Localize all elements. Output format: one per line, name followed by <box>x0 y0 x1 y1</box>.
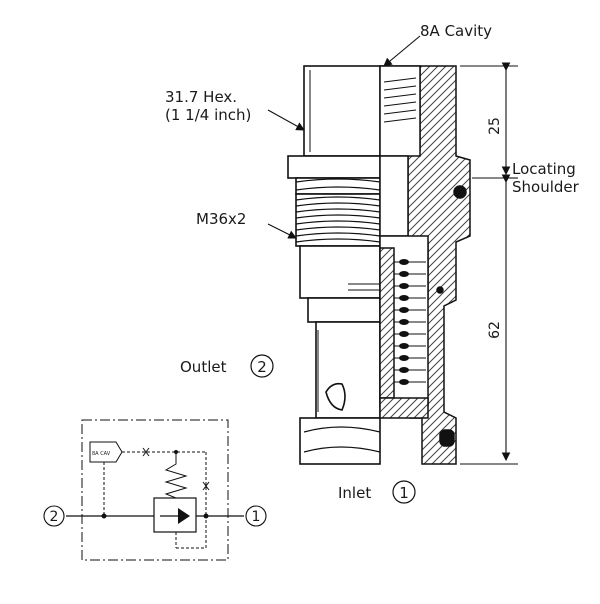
inlet-label: Inlet <box>338 484 371 502</box>
locating-callout-line1: Locating <box>512 160 576 178</box>
outlet-port-hole <box>325 382 346 411</box>
schematic-port-2 <box>43 505 65 527</box>
outlet-port-circle <box>250 354 274 378</box>
cavity-tag: 8A CAV <box>92 451 111 457</box>
valve-cross-section <box>379 65 471 465</box>
cavity-tag-box <box>89 441 123 463</box>
hydraulic-schematic: 8A CAV 2 1 <box>43 419 267 561</box>
schematic-spring <box>164 452 188 499</box>
cavity-callout: 8A Cavity <box>420 22 492 40</box>
bottom-seal <box>299 417 381 465</box>
shank-lower <box>315 321 381 419</box>
inlet-o-ring <box>439 429 455 447</box>
hex-callout-line2: (1 1/4 inch) <box>165 106 251 124</box>
dimension-upper: 25 <box>487 117 503 135</box>
valve-seat <box>379 397 429 419</box>
body-neck <box>299 245 381 299</box>
schematic-port-1-label: 1 <box>252 509 261 525</box>
inlet-port-circle <box>392 480 416 504</box>
outlet-label: Outlet <box>180 358 227 376</box>
thread-zone <box>295 193 381 247</box>
schematic-envelope <box>81 419 229 561</box>
locating-o-ring <box>453 185 467 199</box>
inlet-port-number: 1 <box>399 484 409 502</box>
dimension-lines <box>460 62 518 465</box>
adjust-screw <box>379 65 421 157</box>
locating-callout-line2: Shoulder <box>512 178 580 196</box>
hex-collar <box>287 155 381 179</box>
thread-leader <box>267 223 297 239</box>
thread-callout: M36x2 <box>196 210 246 228</box>
outlet-port-number: 2 <box>257 358 267 376</box>
dimension-lower: 62 <box>487 321 503 339</box>
schematic-port-1 <box>245 505 267 527</box>
hex-leader <box>267 109 305 131</box>
hex-callout-line1: 31.7 Hex. <box>165 88 237 106</box>
hex-head <box>303 65 381 157</box>
valve-symbol <box>153 497 197 533</box>
valve-body-exterior <box>287 65 381 465</box>
shank-upper <box>307 297 381 323</box>
cavity-leader <box>383 35 421 67</box>
schematic-port-2-label: 2 <box>50 509 59 525</box>
